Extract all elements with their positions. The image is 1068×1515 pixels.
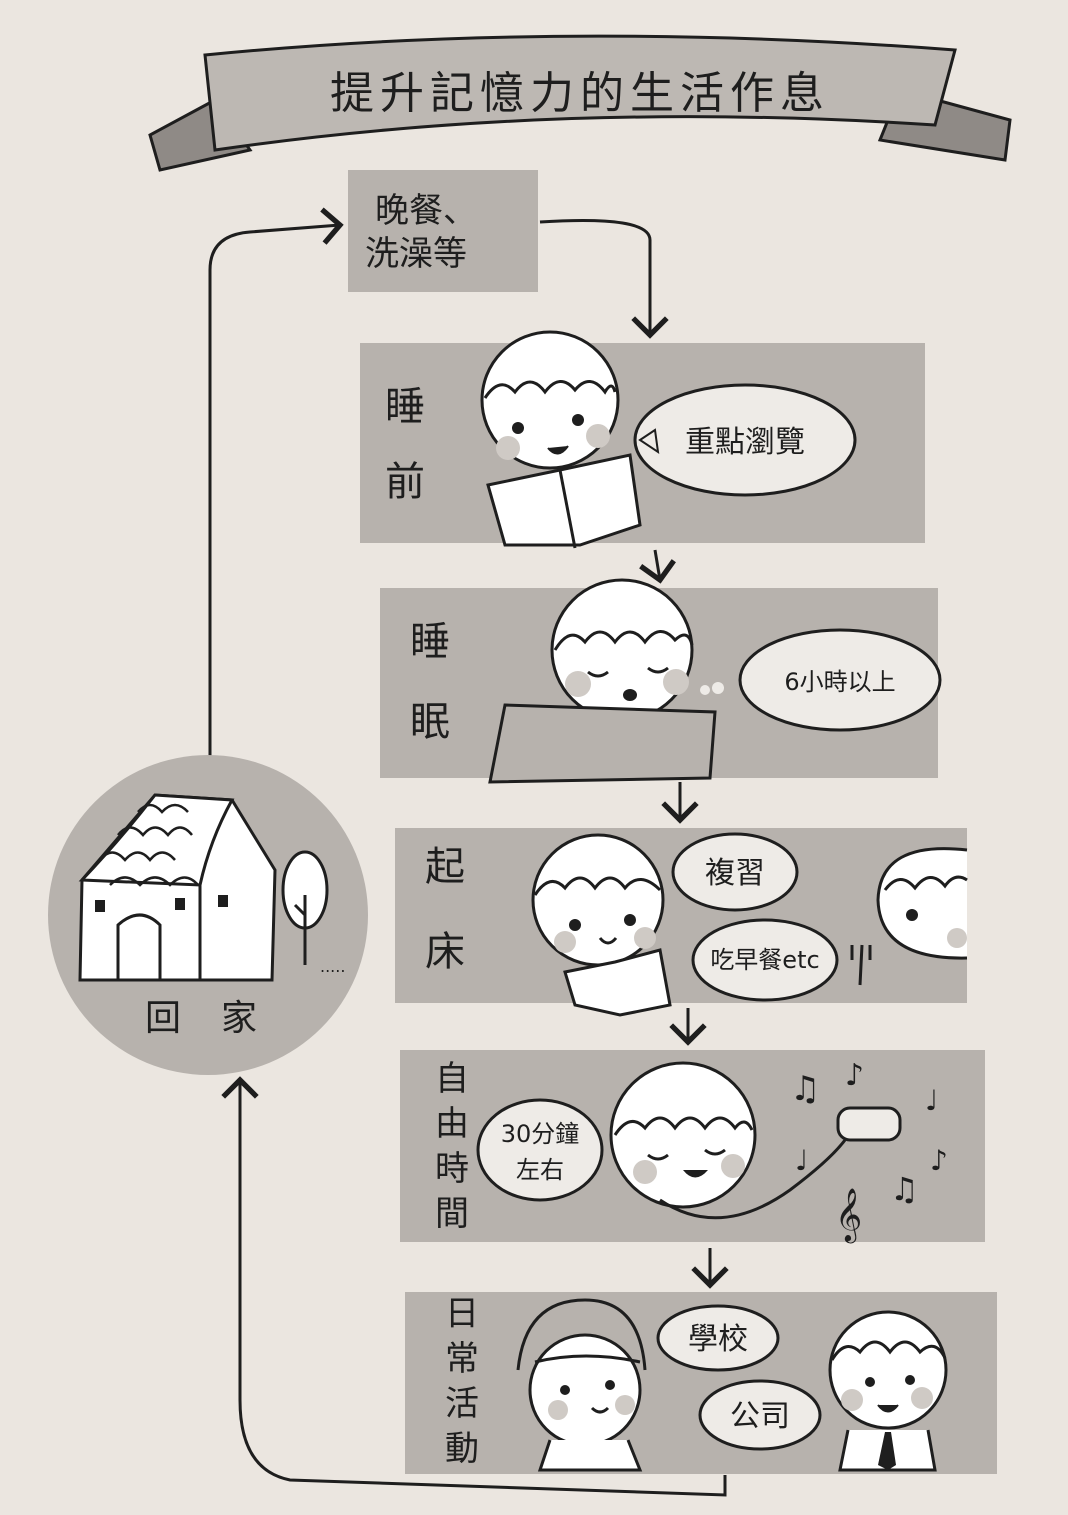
free-time-bubble-line1: 30分鐘: [501, 1120, 580, 1148]
daily-label-3: 活: [445, 1384, 479, 1424]
sleep-bubble-text: 6小時以上: [784, 668, 895, 696]
step-sleep: 睡 眠 6小時以上: [380, 578, 942, 784]
before-sleep-label-2: 前: [385, 459, 425, 505]
music-note-icon: ♩: [795, 1144, 808, 1177]
music-note-icon: ♪: [845, 1058, 864, 1093]
school-bubble: 學校: [656, 1304, 780, 1372]
arrow-dinner-to-before-sleep: [539, 219, 669, 339]
breakfast-bubble: 吃早餐etc: [691, 918, 839, 1002]
home-node: ..... 回家: [48, 755, 368, 1075]
music-listening-character: ♫ ♪ ♩ ♩ ♫ ♪ 𝄞: [609, 1058, 948, 1243]
before-sleep-bubble: 重點瀏覽: [633, 383, 857, 497]
tree-icon: .....: [281, 850, 345, 976]
music-note-icon: ♩: [925, 1084, 938, 1117]
before-sleep-bubble-text: 重點瀏覽: [685, 425, 805, 460]
dinner-panel: [348, 170, 538, 292]
arrow-before-sleep-to-sleep: [639, 549, 676, 584]
wake-up-label-1: 起: [425, 844, 465, 890]
eating-character: [850, 847, 968, 986]
reading-character: [480, 330, 642, 549]
school-bubble-text: 學校: [688, 1322, 748, 1357]
daily-label-2: 常: [445, 1339, 479, 1379]
studying-character: [531, 833, 672, 1017]
step-free-time: 自 由 時 間 30分鐘 左右 ♫ ♪ ♩ ♩ ♫ ♪ 𝄞: [400, 1050, 985, 1243]
company-bubble-text: 公司: [730, 1399, 790, 1434]
student-character: [516, 1298, 647, 1472]
dinner-line2: 洗澡等: [365, 234, 467, 274]
svg-text:.....: .....: [320, 957, 345, 976]
wake-up-label-2: 床: [425, 929, 465, 975]
step-daily: 日 常 活 動 學校 公司: [405, 1292, 997, 1474]
sleeping-character: [488, 578, 724, 784]
arrow-daily-to-home: [221, 1076, 727, 1497]
sleep-label-2: 眠: [410, 699, 450, 745]
breakfast-bubble-text: 吃早餐etc: [710, 946, 819, 974]
dinner-line1: 晚餐、: [375, 191, 477, 231]
music-note-icon: ♫: [790, 1069, 820, 1109]
step-wake-up: 起 床 複習 吃早餐etc: [395, 828, 968, 1017]
free-time-label-2: 由: [435, 1104, 469, 1144]
daily-label-1: 日: [445, 1294, 479, 1334]
home-label: 回家: [145, 998, 297, 1039]
daily-label-4: 動: [445, 1429, 479, 1469]
treble-clef-icon: 𝄞: [835, 1187, 862, 1243]
free-time-label-4: 間: [435, 1194, 469, 1234]
sleep-label-1: 睡: [410, 619, 450, 665]
music-note-icon: ♫: [890, 1170, 919, 1208]
before-sleep-label-1: 睡: [385, 384, 425, 430]
free-time-bubble: 30分鐘 左右: [476, 1098, 604, 1202]
free-time-bubble-line2: 左右: [516, 1156, 564, 1184]
step-before-sleep: 睡 前 重點瀏覽: [360, 330, 925, 549]
music-player-icon: [836, 1106, 902, 1142]
company-bubble: 公司: [698, 1379, 822, 1451]
title-banner: 提升記憶力的生活作息: [148, 34, 1012, 172]
step-dinner: 晚餐、 洗澡等: [348, 170, 538, 292]
free-time-label-1: 自: [435, 1059, 469, 1099]
banner-body: [203, 34, 957, 152]
blanket: [488, 703, 717, 784]
banner-title: 提升記憶力的生活作息: [330, 68, 830, 119]
sleep-bubble: 6小時以上: [738, 628, 942, 732]
review-bubble: 複習: [671, 832, 799, 912]
free-time-label-3: 時: [435, 1149, 469, 1189]
necktie: [878, 1432, 896, 1470]
music-note-icon: ♪: [930, 1144, 948, 1177]
worker-character: [828, 1310, 948, 1472]
arrow-home-to-dinner: [208, 207, 344, 760]
review-bubble-text: 複習: [705, 856, 765, 891]
house-icon: [78, 793, 277, 982]
